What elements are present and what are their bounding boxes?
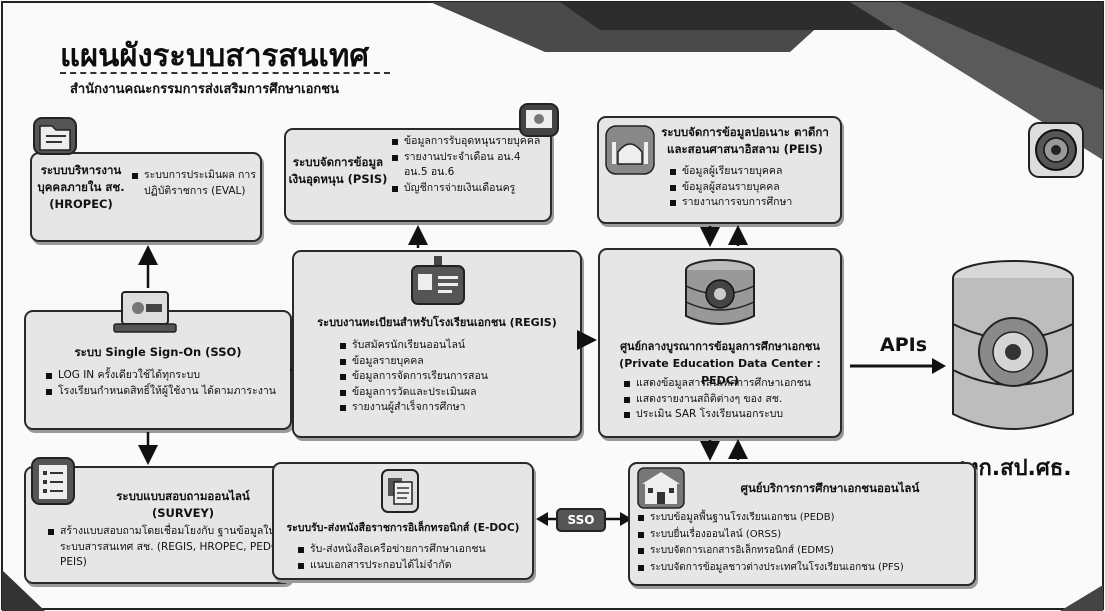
psis-items: ข้อมูลการรับอุดหนุนรายบุคคล รายงานประจำเ…	[392, 134, 546, 196]
list-item: ข้อมูลการจัดการเรียนการสอน	[340, 369, 576, 385]
pedc-title: ศูนย์กลางบูรณาการข้อมูลการศึกษาเอกชน (Pr…	[604, 338, 836, 389]
pedc-title-line2: (Private Education Data Center : PEDC)	[619, 357, 821, 387]
service-box	[628, 462, 976, 586]
id-card-icon	[411, 256, 465, 305]
list-item: รับสมัครนักเรียนออนไลน์	[340, 338, 576, 354]
folder-icon	[33, 117, 77, 155]
list-item: ระบบจัดการข้อมูลชาวต่างประเทศในโรงเรียนเ…	[638, 560, 972, 577]
list-item: ข้อมูลการรับอุดหนุนรายบุคคล	[392, 134, 546, 150]
list-item: รายงานประจำเดือน อน.4 อน.5 อน.6	[392, 150, 546, 181]
regis-items: รับสมัครนักเรียนออนไลน์ ข้อมูลรายบุคคล ข…	[340, 338, 576, 416]
list-item: แสดงข้อมูลสารสนเทศการศึกษาเอกชน	[624, 376, 838, 392]
list-item: แสดงรายงานสถิติต่างๆ ของ สช.	[624, 392, 838, 408]
hropec-box	[30, 152, 262, 242]
hropec-title: ระบบบริหารงาน บุคคลภายใน สช. (HROPEC)	[36, 162, 126, 213]
survey-box	[24, 466, 292, 584]
survey-items: สร้างแบบสอบถามโดยเชื่อมโยงกับ ฐานข้อมูลใ…	[48, 524, 286, 571]
list-item: แนบเอกสารประกอบได้ไม่จำกัด	[298, 558, 530, 574]
pedc-items: แสดงข้อมูลสารสนเทศการศึกษาเอกชน แสดงรายง…	[624, 376, 838, 423]
seal-logo-icon	[1028, 122, 1084, 178]
list-item: รายงานผู้สำเร็จการศึกษา	[340, 400, 576, 416]
list-item: ประเมิน SAR โรงเรียนนอกระบบ	[624, 407, 838, 423]
peis-items: ข้อมูลผู้เรียนรายบุคคล ข้อมูลผู้สอนรายบุ…	[670, 164, 838, 211]
list-item: รับ-ส่งหนังสือเครือข่ายการศึกษาเอกชน	[298, 542, 530, 558]
database-icon	[952, 260, 1074, 430]
survey-title: ระบบแบบสอบถามออนไลน์ (SURVEY)	[80, 488, 286, 522]
peis-title-line2: และสอนศาสนาอิสลาม (PEIS)	[667, 142, 823, 156]
apis-arrow	[850, 358, 946, 374]
list-item: ระบบข้อมูลพื้นฐานโรงเรียนเอกชน (PEDB)	[638, 510, 972, 527]
emblem-database-icon	[685, 259, 755, 325]
certificate-icon	[519, 103, 559, 137]
hropec-items: ระบบการประเมินผล การปฏิบัติราชการ (EVAL)	[132, 168, 256, 199]
peis-title: ระบบจัดการข้อมูลปอเนาะ ตาดีกา และสอนศาสน…	[654, 124, 836, 158]
sso-title: ระบบ Single Sign-On (SSO)	[74, 345, 242, 359]
regis-title: ระบบงานทะเบียนสำหรับโรงเรียนเอกชน (REGIS…	[317, 316, 557, 329]
hropec-title-line2: บุคคลภายใน สช.	[37, 180, 125, 194]
list-item: รายงานการจบการศึกษา	[670, 195, 838, 211]
service-items: ระบบข้อมูลพื้นฐานโรงเรียนเอกชน (PEDB) ระ…	[638, 510, 972, 576]
hropec-title-line1: ระบบบริหารงาน	[40, 163, 122, 177]
psis-title-line2: เงินอุดหนุน (PSIS)	[288, 172, 388, 186]
sso-items: LOG IN ครั้งเดียวใช้ได้ทุกระบบ โรงเรียนก…	[46, 368, 282, 399]
pedc-title-line1: ศูนย์กลางบูรณาการข้อมูลการศึกษาเอกชน	[620, 340, 820, 353]
apis-label: APIs	[880, 334, 928, 356]
survey-title-line2: (SURVEY)	[151, 506, 215, 520]
service-title: ศูนย์บริการการศึกษาเอกชนออนไลน์	[740, 481, 920, 495]
list-item: ระบบจัดการเอกสารอิเล็กทรอนิกส์ (EDMS)	[638, 543, 972, 560]
psis-box	[284, 128, 552, 222]
list-item: ระบบยื่นเรื่องออนไลน์ (ORSS)	[638, 527, 972, 544]
mosque-icon	[605, 125, 655, 175]
list-item: ข้อมูลผู้เรียนรายบุคคล	[670, 164, 838, 180]
hropec-title-line3: (HROPEC)	[49, 197, 113, 211]
checklist-icon	[31, 457, 75, 505]
edoc-items: รับ-ส่งหนังสือเครือข่ายการศึกษาเอกชน แนบ…	[298, 542, 530, 573]
list-item: ข้อมูลการวัดและประเมินผล	[340, 385, 576, 401]
edoc-title: ระบบรับ-ส่งหนังสือราชการอิเล็กทรอนิกส์ (…	[286, 522, 520, 534]
survey-title-line1: ระบบแบบสอบถามออนไลน์	[116, 489, 250, 503]
psis-title-line1: ระบบจัดการข้อมูล	[292, 155, 384, 169]
list-item: โรงเรียนกำหนดสิทธิ์ให้ผู้ใช้งาน ได้ตามภา…	[46, 384, 282, 400]
list-item: ข้อมูลรายบุคคล	[340, 354, 576, 370]
list-item: ข้อมูลผู้สอนรายบุคคล	[670, 180, 838, 196]
list-item: บัญชีการจ่ายเงินเดือนครู	[392, 181, 546, 197]
list-item: LOG IN ครั้งเดียวใช้ได้ทุกระบบ	[46, 368, 282, 384]
sso-tag: SSO	[556, 508, 606, 532]
page-title: แผนผังระบบสารสนเทศ	[60, 38, 370, 74]
peis-title-line1: ระบบจัดการข้อมูลปอเนาะ ตาดีกา	[661, 125, 829, 139]
psis-title: ระบบจัดการข้อมูล เงินอุดหนุน (PSIS)	[288, 154, 388, 188]
list-item: สร้างแบบสอบถามโดยเชื่อมโยงกับ ฐานข้อมูลใ…	[48, 524, 286, 571]
list-item: ระบบการประเมินผล การปฏิบัติราชการ (EVAL)	[132, 168, 256, 199]
school-icon	[637, 467, 685, 509]
title-divider	[60, 72, 390, 74]
page-subtitle: สำนักงานคณะกรรมการส่งเสริมการศึกษาเอกชน	[70, 82, 340, 97]
laptop-login-icon	[113, 291, 177, 333]
document-tablet-icon	[381, 469, 419, 513]
